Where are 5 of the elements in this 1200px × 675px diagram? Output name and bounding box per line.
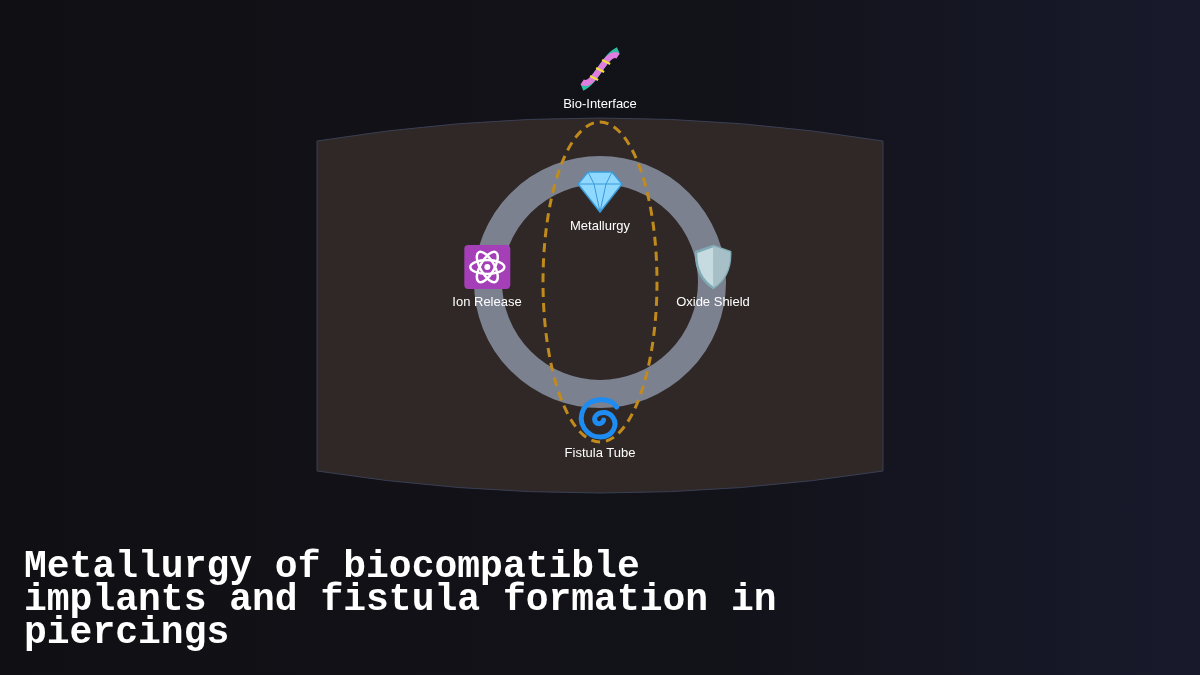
title: Metallurgy of biocompatible implants and fistula formation in piercings [24, 550, 778, 649]
node-label: Fistula Tube [564, 445, 636, 460]
node-label: Metallurgy [570, 218, 630, 233]
node-label: Bio-Interface [563, 96, 637, 111]
node-label: Oxide Shield [676, 294, 750, 309]
